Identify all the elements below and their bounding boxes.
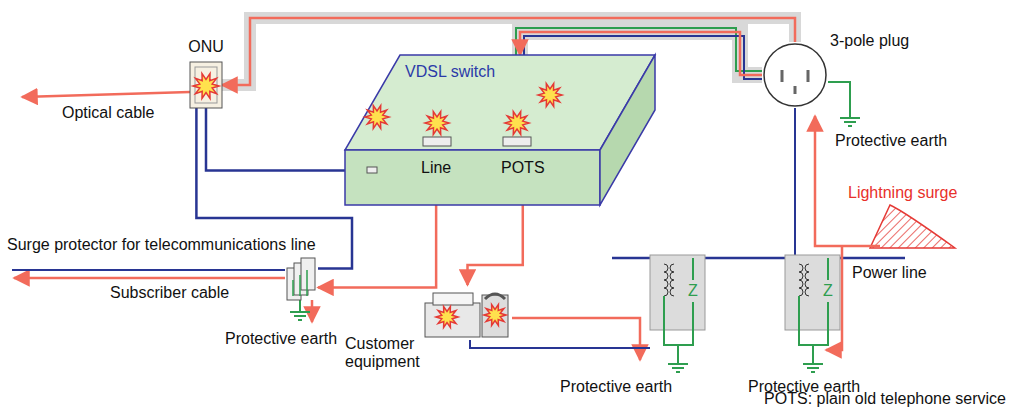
utility-pole: [785, 255, 840, 330]
node-label: Customer equipment: [345, 335, 423, 371]
utility-pole: [799, 264, 803, 296]
label: POTS: plain old telephone service: [764, 390, 1006, 408]
utility-pole: [650, 255, 840, 330]
surge-burst: [365, 106, 389, 129]
node-label: Surge protector for telecommunications l…: [7, 236, 316, 254]
three-pole-plug-icon: [762, 42, 828, 108]
customer-equipment-icon: [433, 293, 473, 305]
surge-burst: [193, 74, 219, 99]
label: Z: [688, 282, 698, 300]
port-slot: [503, 137, 531, 146]
customer-equipment-icon: [425, 285, 510, 340]
utility-pole: [664, 264, 668, 296]
utility-pole: [670, 264, 674, 296]
three-pole-plug-icon: [764, 44, 826, 106]
label: Power line: [852, 264, 927, 282]
surge-burst: [484, 305, 506, 326]
surge-burst: [436, 307, 458, 328]
node-label: VDSL switch: [405, 63, 495, 81]
node-label: ONU: [184, 38, 228, 56]
optical-cable: [22, 92, 190, 97]
customer-equipment-icon: [425, 303, 480, 337]
vdsl-switch-icon: [345, 55, 655, 205]
protector-earth-wire: [290, 300, 310, 320]
plug-earth-wire: [828, 82, 860, 126]
plug-earth-wire: [828, 82, 850, 110]
port-slot: [423, 137, 451, 146]
port-slot: [367, 167, 377, 173]
label: Protective earth: [560, 378, 672, 396]
protector-earth-wire: [299, 300, 301, 304]
utility-pole: [650, 255, 705, 330]
lightning-surge-wave: [870, 205, 955, 248]
earth-wire: [664, 258, 693, 356]
equipment-wire: [470, 340, 650, 348]
power-wire: [794, 108, 796, 258]
label: Z: [823, 282, 833, 300]
three-pole-plug-icon: [782, 70, 808, 94]
lightning-surge-wave: [870, 205, 955, 248]
node-label: Line: [421, 159, 451, 177]
onu-box: ONU: [190, 62, 222, 108]
subscriber-cable: [12, 270, 285, 271]
node-label: POTS: [501, 159, 545, 177]
protector-plate: [301, 258, 315, 290]
earth-wire: [668, 356, 688, 372]
connector: [206, 108, 345, 171]
onu-box-icon: [190, 62, 222, 108]
pots-port: POTS: [498, 158, 548, 178]
surge-burst: [425, 112, 449, 135]
protector-earth-wire: [290, 304, 310, 320]
surge-protector-icon: [293, 270, 307, 296]
surge-protector-icon: [285, 258, 318, 300]
surge-burst: [505, 112, 529, 135]
earth-wire: [799, 258, 828, 356]
utility-pole: [805, 264, 809, 296]
surge-path: [512, 318, 640, 360]
label: Lightning surge: [848, 184, 957, 202]
vdsl-switch: VDSL switchLine POTS: [345, 55, 655, 205]
power-wire: [612, 108, 905, 258]
line-port: Line: [418, 158, 454, 178]
node-label: 3-pole plug: [830, 32, 909, 50]
vdsl-switch-icon: [345, 150, 600, 205]
surge-protector: Surge protector for telecommunications l…: [285, 258, 318, 300]
three-pole-plug: 3-pole plug: [762, 42, 828, 108]
label: Subscriber cable: [110, 284, 229, 302]
optical-cable: [22, 92, 190, 97]
earth-wire: [803, 356, 823, 372]
surge-burst: [538, 84, 562, 107]
onu-box-icon: [190, 62, 222, 108]
subscriber-cable: [12, 269, 285, 271]
surge-path: [14, 277, 285, 280]
customer-equipment: Customer equipment: [425, 285, 510, 340]
label: Protective earth: [835, 132, 947, 150]
label: Protective earth: [225, 330, 337, 348]
surge-path: [311, 300, 314, 322]
equipment-wire: [470, 340, 650, 348]
vdsl-switch-icon: [600, 55, 655, 205]
customer-equipment-icon: [485, 294, 505, 299]
earth-wire: [664, 258, 828, 372]
customer-equipment-icon: [482, 295, 508, 337]
label: Optical cable: [62, 104, 155, 122]
plug-earth-wire: [840, 110, 860, 126]
